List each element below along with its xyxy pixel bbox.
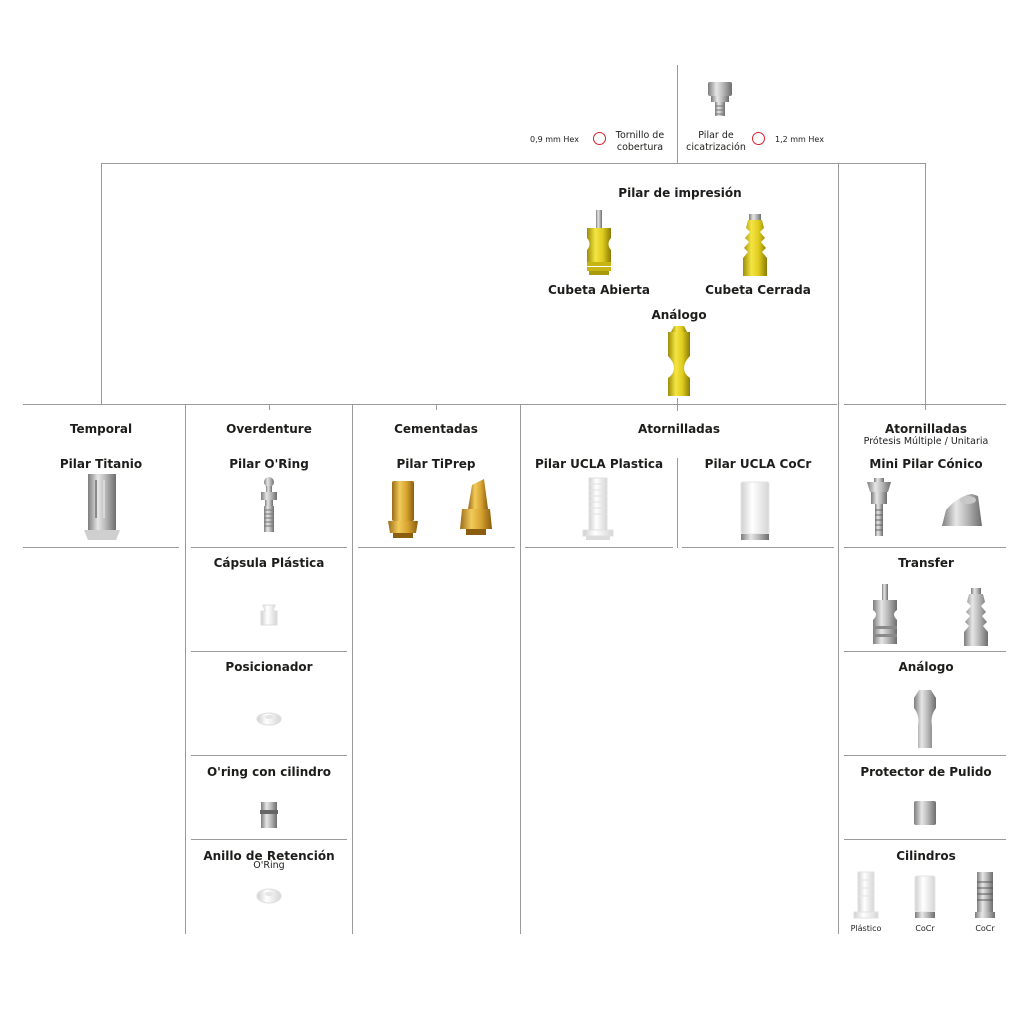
polishing-protector-label: Protector de Pulido xyxy=(860,765,992,779)
impression-title: Pilar de impresión xyxy=(618,186,742,200)
multi-tick xyxy=(925,404,926,410)
cementadas-title: Cementadas xyxy=(394,422,478,436)
cylinder-cocr-metal-icon xyxy=(975,872,995,918)
ucla-plastic-icon xyxy=(582,477,614,540)
transfer-closed-icon xyxy=(964,588,988,646)
oring-abutment-label: Pilar O'Ring xyxy=(229,457,309,471)
overdenture-row-line-1 xyxy=(191,547,347,548)
plastic-capsule-icon xyxy=(260,604,278,626)
overdenture-row-line-3 xyxy=(191,755,347,756)
multi-title: Atornilladas xyxy=(885,422,967,436)
healing-label: Pilar de cicatrización xyxy=(686,130,746,153)
multi-analog-label: Análogo xyxy=(898,660,954,674)
transfer-label: Transfer xyxy=(898,556,954,570)
tiprep-angled-icon xyxy=(460,479,492,535)
plastic-capsule-label: Cápsula Plástica xyxy=(213,556,325,570)
cylinders-label: Cilindros xyxy=(896,849,956,863)
retention-ring-icon xyxy=(256,888,282,904)
separator-3 xyxy=(520,404,521,934)
oring-cylinder-icon xyxy=(260,802,278,828)
right-drop-line xyxy=(925,163,926,404)
cylinder-cocr-label-2: CoCr xyxy=(975,924,995,933)
closed-tray-label: Cubeta Cerrada xyxy=(705,283,811,297)
temporal-row-line xyxy=(23,547,179,548)
healing-abutment-icon xyxy=(708,82,732,116)
ucla-cocr-label: Pilar UCLA CoCr xyxy=(704,457,812,471)
top-vertical-line xyxy=(677,65,678,163)
analog-label: Análogo xyxy=(651,308,707,322)
multi-row-line-1 xyxy=(844,547,1006,548)
separator-1 xyxy=(185,404,186,934)
hex-left-ring-icon xyxy=(593,132,606,145)
multi-subtitle: Prótesis Múltiple / Unitaria xyxy=(863,436,989,447)
analog-tick xyxy=(677,398,678,411)
ucla-cocr-row-line xyxy=(682,547,834,548)
overdenture-row-line-2 xyxy=(191,651,347,652)
overdenture-tick xyxy=(269,404,270,410)
separator-ucla xyxy=(677,458,678,548)
hex-right-label: 1,2 mm Hex xyxy=(775,135,824,144)
cylinder-cocr-white-icon xyxy=(914,875,936,918)
titanium-abutment-icon xyxy=(84,474,120,540)
transfer-open-icon xyxy=(873,584,897,644)
oring-abutment-icon xyxy=(261,477,277,532)
separator-4 xyxy=(838,404,839,934)
multi-analog-icon xyxy=(914,690,936,748)
multi-drop-line xyxy=(838,163,839,404)
mini-conical-label: Mini Pilar Cónico xyxy=(869,457,983,471)
retention-ring-subtitle: O'Ring xyxy=(253,860,285,871)
retention-ring-label: Anillo de Retención xyxy=(203,849,335,863)
polishing-protector-icon xyxy=(914,801,936,825)
cementadas-row-line xyxy=(358,547,515,548)
tiprep-label: Pilar TiPrep xyxy=(396,457,476,471)
analog-yellow-icon xyxy=(668,326,690,396)
cylinder-plastic-label: Plástico xyxy=(850,924,882,933)
overdenture-row-line-4 xyxy=(191,839,347,840)
cylinder-cocr-label-1: CoCr xyxy=(915,924,935,933)
temporal-title: Temporal xyxy=(69,422,133,436)
mini-conical-abutment-icon xyxy=(867,478,891,536)
mini-conical-angled-icon xyxy=(942,494,982,526)
positioner-label: Posicionador xyxy=(225,660,313,674)
open-tray-label: Cubeta Abierta xyxy=(548,283,650,297)
closed-tray-transfer-icon xyxy=(743,214,767,276)
oring-cylinder-label: O'ring con cilindro xyxy=(206,765,332,779)
tiprep-straight-icon xyxy=(388,481,418,538)
ucla-cocr-icon xyxy=(740,481,770,540)
temporal-item-label: Pilar Titanio xyxy=(59,457,143,471)
top-horizontal-line xyxy=(101,163,926,164)
cylinder-plastic-icon xyxy=(853,871,879,919)
ucla-plastica-row-line xyxy=(525,547,673,548)
separator-2 xyxy=(352,404,353,934)
multi-row-line-4 xyxy=(844,839,1006,840)
atornilladas-title: Atornilladas xyxy=(638,422,720,436)
overdenture-title: Overdenture xyxy=(226,422,312,436)
ucla-plastica-label: Pilar UCLA Plastica xyxy=(534,457,664,471)
left-drop-line xyxy=(101,163,102,404)
multi-row-line-2 xyxy=(844,651,1006,652)
positioner-icon xyxy=(256,712,282,726)
cementadas-tick xyxy=(436,404,437,410)
open-tray-transfer-icon xyxy=(587,210,611,275)
hex-left-label: 0,9 mm Hex xyxy=(530,135,579,144)
multi-row-line-3 xyxy=(844,755,1006,756)
main-horizontal-line xyxy=(23,404,837,405)
hex-right-ring-icon xyxy=(752,132,765,145)
screw-label: Tornillo de cobertura xyxy=(615,130,665,153)
